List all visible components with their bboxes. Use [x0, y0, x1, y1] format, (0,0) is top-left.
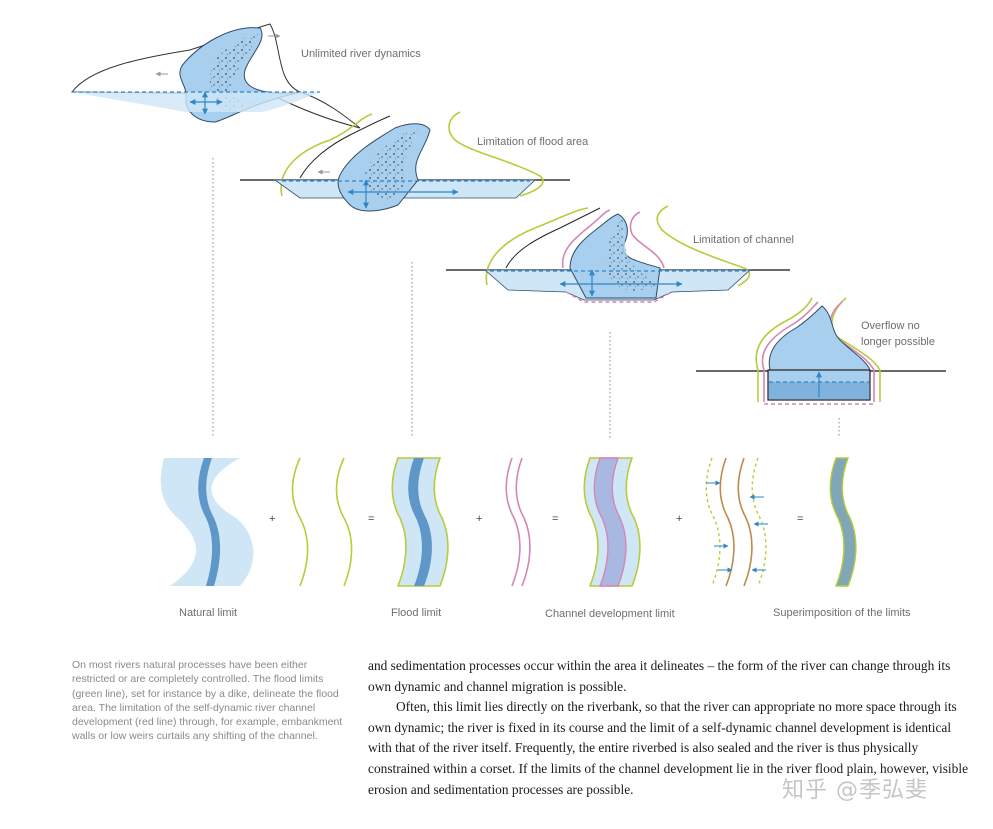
equals-sign: =: [368, 513, 374, 525]
channel-limit-symbol: [505, 457, 531, 587]
channel-development-band: [593, 457, 627, 587]
label-overflow-1: Overflow no: [861, 320, 920, 332]
channel-outline: [299, 115, 391, 179]
river-body: [768, 305, 871, 371]
equals-sign: =: [552, 513, 558, 525]
flood-limit-right: [448, 111, 544, 197]
stage-channel: Limitation of channel: [446, 205, 794, 303]
stage-unlimited: Unlimited river dynamics: [71, 23, 421, 129]
label-channel-development-limit: Channel development limit: [545, 608, 675, 620]
gravel-bank: [606, 218, 660, 291]
body-text: and sedimentation processes occur within…: [368, 656, 968, 800]
plus-sign: +: [476, 513, 482, 525]
flood-limit-line: [335, 457, 353, 587]
constraint-line: [737, 457, 753, 587]
natural-floodplain-shape: [160, 458, 254, 586]
floodplain-outline: [71, 23, 361, 129]
channel-limit-line: [515, 457, 531, 587]
stage-overflow: Overflow no longer possible: [696, 297, 946, 405]
flood-channel: [408, 458, 432, 586]
label-superimposition: Superimposition of the limits: [773, 607, 911, 619]
label-overflow-2: longer possible: [861, 336, 935, 348]
stage-flood-area: Limitation of flood area: [240, 111, 589, 212]
superimposed-channel: [829, 457, 857, 587]
channel-limited-river-symbol: [583, 457, 641, 587]
figure-caption: On most rivers natural processes have be…: [72, 659, 343, 743]
leader-lines: [212, 158, 840, 438]
watermark: 知乎 @季弘斐: [782, 778, 928, 803]
channel-limit-bed: [565, 291, 673, 303]
equation-row: + = + = +: [160, 457, 911, 620]
plus-sign: +: [269, 513, 275, 525]
constraint-symbol: [705, 457, 768, 587]
flood-limit-left: [280, 113, 373, 197]
channel-outline: [505, 207, 601, 269]
channel-limit-left: [761, 301, 819, 402]
natural-channel: [198, 458, 221, 586]
paragraph-1: and sedimentation processes occur within…: [368, 658, 951, 694]
label-channel: Limitation of channel: [693, 234, 794, 246]
superimposed-river-symbol: [829, 457, 857, 587]
channel-limit-line: [505, 457, 521, 587]
channel-limit-right: [629, 211, 665, 269]
channel-limit-left: [561, 209, 611, 269]
flood-limit-left: [755, 297, 813, 402]
flood-limited-river-symbol: [391, 457, 449, 587]
label-flood-area: Limitation of flood area: [477, 136, 589, 148]
label-natural-limit: Natural limit: [179, 607, 237, 619]
flood-limit-symbol: [291, 457, 353, 587]
flood-limit-left: [485, 207, 589, 286]
gravel-bank: [209, 34, 260, 110]
flood-limit-right: [656, 205, 751, 287]
flood-limit-line: [291, 457, 309, 587]
constraint-line: [705, 457, 721, 587]
equals-sign: =: [797, 513, 803, 525]
gravel-bank: [364, 128, 418, 200]
plus-sign: +: [676, 513, 682, 525]
constraint-line: [751, 457, 767, 587]
paragraph-2: Often, this limit lies directly on the r…: [368, 699, 969, 797]
label-unlimited: Unlimited river dynamics: [301, 48, 421, 60]
natural-limit-symbol: [160, 458, 254, 586]
constraint-line: [719, 457, 735, 587]
label-flood-limit: Flood limit: [391, 607, 441, 619]
